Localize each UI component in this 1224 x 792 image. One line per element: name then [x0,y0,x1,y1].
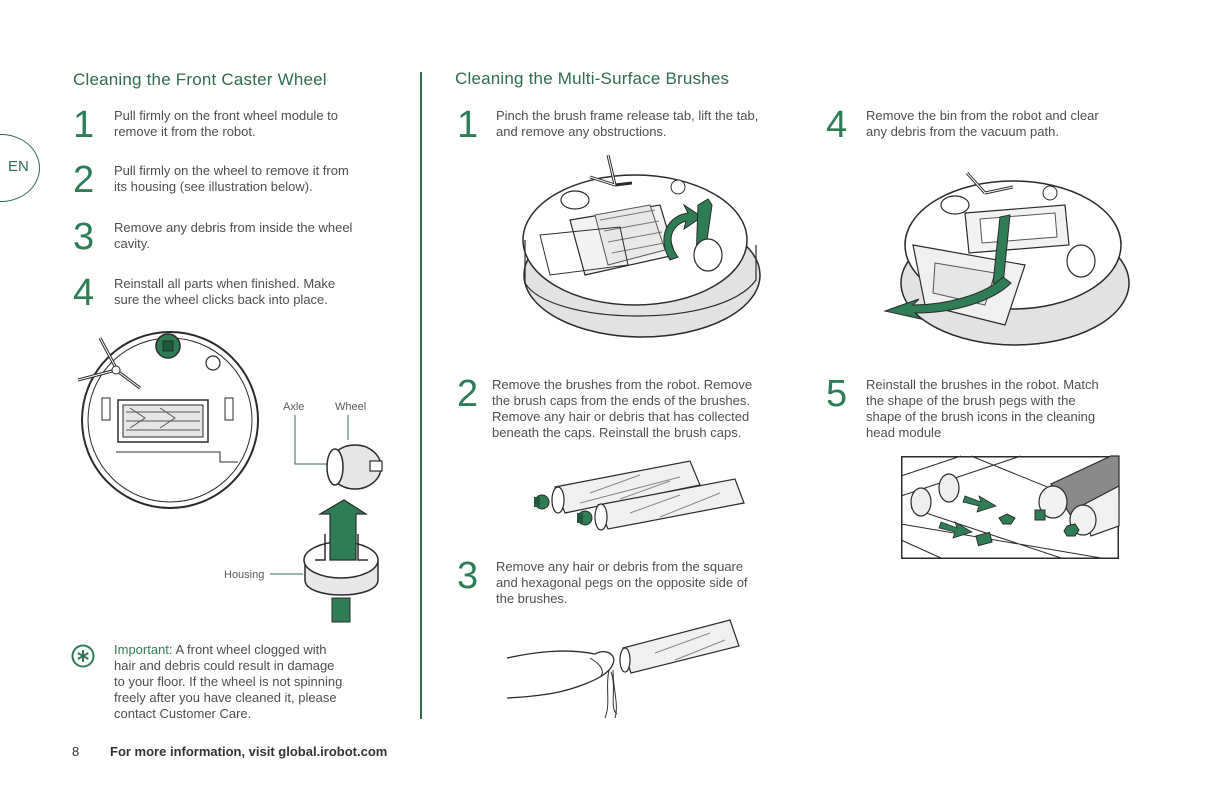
language-tab-label: EN [8,158,29,175]
left-step-4-number: 4 [73,272,95,314]
column-divider [420,72,422,719]
right-section-title: Cleaning the Multi-Surface Brushes [455,69,730,88]
important-asterisk-icon [71,644,95,668]
left-step-3-text: Remove any debris from inside the wheel … [114,220,353,251]
right-step-1-number: 1 [457,104,479,146]
left-step-2-text: Pull firmly on the wheel to remove it fr… [114,163,349,194]
axle-label: Axle [283,401,305,413]
caster-wheel-illustration [270,415,383,623]
right-step-2-text: Remove the brushes from the robot. Remov… [492,377,753,440]
robot-underside-illustration [77,331,259,509]
right-step-4-number: 4 [826,104,848,146]
right-step-3-text: Remove any hair or debris from the squar… [496,559,748,606]
left-step-1-number: 1 [73,104,95,146]
right-step-5-number: 5 [826,373,848,415]
page-number: 8 [72,744,80,759]
left-step-2-number: 2 [73,159,95,201]
right-step-5-text: Reinstall the brushes in the robot. Matc… [866,377,1099,440]
left-step-4-text: Reinstall all parts when finished. Make … [114,276,336,307]
robot-bin-removal-illustration [883,171,1130,346]
right-step-3-number: 3 [457,555,479,597]
important-text: A front wheel clogged with hair and debr… [114,642,343,721]
left-step-1-text: Pull firmly on the front wheel module to… [114,108,338,139]
important-note: Important: A front wheel clogged with ha… [114,642,404,722]
right-step-1-text: Pinch the brush frame release tab, lift … [496,108,759,139]
language-tab: EN [0,134,40,202]
important-label: Important: [114,642,173,657]
wheel-label: Wheel [335,401,367,413]
housing-label: Housing [224,569,265,581]
left-step-3-number: 3 [73,216,95,258]
left-section-title: Cleaning the Front Caster Wheel [73,70,327,89]
hand-holding-brush-illustration [506,619,740,719]
right-step-4-text: Remove the bin from the robot and clear … [866,108,1099,139]
footer-info: For more information, visit global.irobo… [110,744,388,759]
right-step-2-number: 2 [457,373,479,415]
robot-brush-frame-illustration [522,154,761,338]
brushes-with-caps-illustration [534,460,745,531]
cleaning-head-pegs-illustration [900,455,1120,559]
